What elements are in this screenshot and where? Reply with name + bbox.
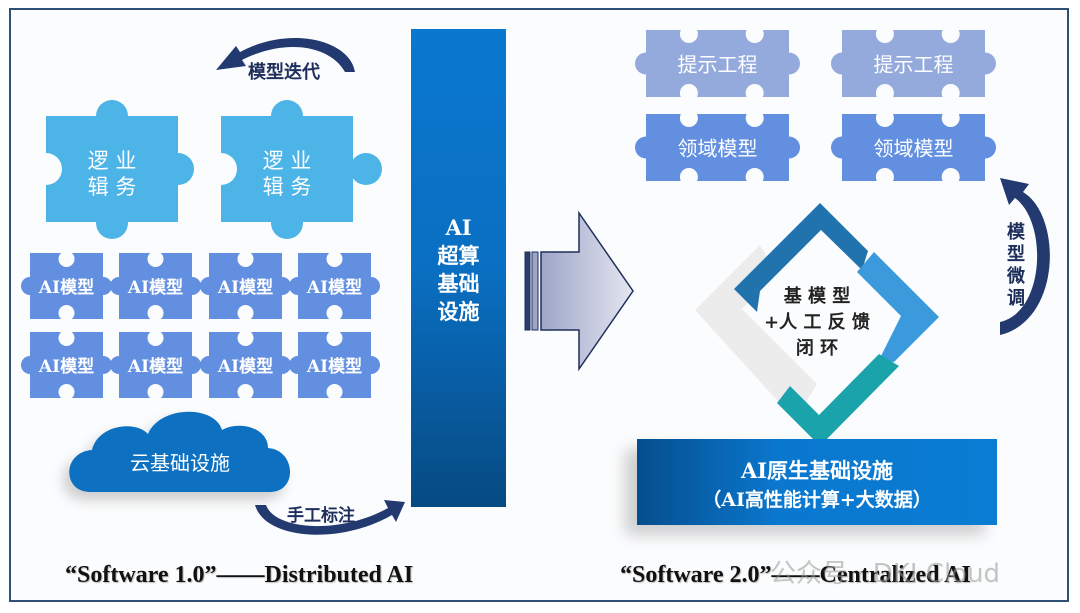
ai-native-infra-block: AI原生基础设施 （AI高性能计算+大数据） xyxy=(637,439,997,525)
iteration-label: 模型迭代 xyxy=(248,61,320,83)
ai-model-label: AI模型 xyxy=(306,356,362,377)
caption-software-2: “Software 2.0”——Centralized AI xyxy=(620,562,971,588)
ai-model-label: AI模型 xyxy=(306,277,362,298)
finetune-char-3: 微 xyxy=(1007,266,1025,287)
infra-title: AI原生基础设施 xyxy=(740,458,894,483)
domain-model-piece: 领域模型 xyxy=(831,109,996,186)
finetune-arrow-icon xyxy=(1000,178,1050,335)
cycle-line-2: +人 工 反 馈 xyxy=(764,311,870,333)
tower-line-3: 基础 xyxy=(437,271,480,296)
feedback-cycle xyxy=(695,203,939,446)
finetune-char-2: 型 xyxy=(1007,244,1025,265)
cycle-segment-light xyxy=(857,252,939,362)
ai-model-piece: AI模型 xyxy=(200,330,291,400)
ai-model-label: AI模型 xyxy=(127,356,183,377)
transition-arrow-icon xyxy=(524,210,634,372)
ai-model-piece: AI模型 xyxy=(21,251,112,321)
iteration-arrow-icon xyxy=(216,38,355,72)
cycle-segment-grey xyxy=(695,245,817,420)
ai-model-label: AI模型 xyxy=(217,356,273,377)
annotation-label: 手工标注 xyxy=(287,505,355,526)
ai-model-piece: AI模型 xyxy=(289,251,380,321)
prompt-engineering-piece-label: 提示工程 xyxy=(678,53,758,77)
ai-model-label: AI模型 xyxy=(217,277,273,298)
prompt-engineering-piece: 提示工程 xyxy=(831,25,996,102)
cycle-segment-teal xyxy=(777,354,899,446)
tower-line-2: 超算 xyxy=(437,243,480,268)
cloud-label: 云基础设施 xyxy=(130,451,230,475)
ai-supercomputing-infra-block: AI 超算 基础 设施 xyxy=(411,29,506,507)
business-logic-label-2b: 辑 务 xyxy=(263,175,312,199)
cycle-line-1: 基 模 型 xyxy=(783,285,851,307)
cycle-segment-dark xyxy=(734,203,868,312)
ai-model-piece: AI模型 xyxy=(289,330,380,400)
ai-model-piece: AI模型 xyxy=(110,251,201,321)
infra-subtitle: （AI高性能计算+大数据） xyxy=(702,489,932,511)
ai-model-label: AI模型 xyxy=(38,277,94,298)
ai-model-piece: AI模型 xyxy=(21,330,112,400)
ai-model-label: AI模型 xyxy=(127,277,183,298)
prompt-engineering-piece: 提示工程 xyxy=(635,25,800,102)
business-logic-label-1a: 逻 业 xyxy=(88,149,137,173)
business-logic-piece-1 xyxy=(30,100,194,239)
cloud-icon xyxy=(69,411,291,492)
annotation-arrow-icon xyxy=(255,500,405,535)
domain-model-piece-label: 领域模型 xyxy=(678,137,758,161)
tower-line-4: 设施 xyxy=(437,299,480,324)
ai-model-piece-grid: AI模型 AI模型 AI模型 AI模型 AI模型 AI模型 AI模型 AI模型 xyxy=(21,251,380,400)
ai-model-piece: AI模型 xyxy=(110,330,201,400)
finetune-char-4: 调 xyxy=(1007,288,1025,309)
business-logic-label-2a: 逻 业 xyxy=(263,149,312,173)
ai-model-piece: AI模型 xyxy=(200,251,291,321)
ai-model-label: AI模型 xyxy=(38,356,94,377)
watermark: 公众号 · DKI Cloud xyxy=(770,559,1001,589)
prompt-engineering-piece-label: 提示工程 xyxy=(874,53,954,77)
finetune-label: 模 型 微 调 xyxy=(1007,222,1025,310)
cycle-line-3: 闭 环 xyxy=(796,337,838,359)
business-logic-piece-2 xyxy=(205,100,382,239)
domain-model-piece-label: 领域模型 xyxy=(874,137,954,161)
caption-software-1: “Software 1.0”——Distributed AI xyxy=(65,562,414,588)
business-logic-label-1b: 辑 务 xyxy=(88,175,137,199)
finetune-char-1: 模 xyxy=(1007,222,1025,243)
tower-line-1: AI xyxy=(445,215,472,240)
domain-model-piece: 领域模型 xyxy=(635,109,800,186)
